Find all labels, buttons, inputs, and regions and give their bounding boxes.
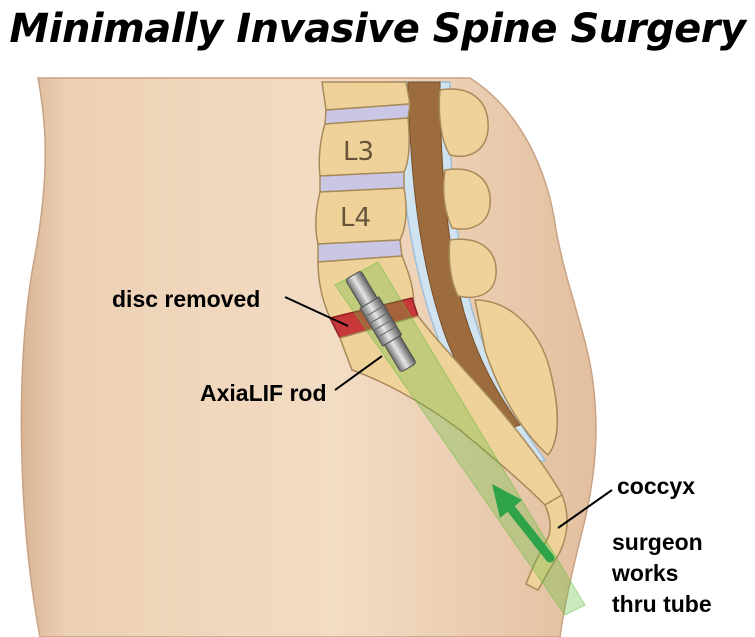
leader-axialif-rod — [334, 355, 383, 391]
spinal-cord — [407, 81, 521, 431]
leader-disc-removed — [284, 296, 349, 327]
label-surgeon-line-1: surgeon — [612, 529, 703, 555]
vertebra-label-l4: L4 — [340, 203, 371, 233]
leader-coccyx — [557, 489, 613, 529]
label-disc-removed: disc removed — [112, 286, 261, 312]
page-title: Minimally Invasive Spine Surgery — [9, 6, 746, 52]
coccyx-bone — [525, 493, 568, 591]
posterior-processes — [438, 88, 558, 457]
label-surgeon-note: surgeon works thru tube — [612, 527, 712, 620]
label-coccyx: coccyx — [617, 473, 696, 499]
label-surgeon-line-2: works — [612, 560, 679, 586]
label-surgeon-line-3: thru tube — [612, 591, 712, 617]
label-axialif-rod: AxiaLIF rod — [200, 380, 327, 406]
axialif-rod — [345, 271, 416, 372]
approach-arrow-icon — [492, 484, 555, 563]
vertebra-label-l3: L3 — [343, 137, 374, 167]
